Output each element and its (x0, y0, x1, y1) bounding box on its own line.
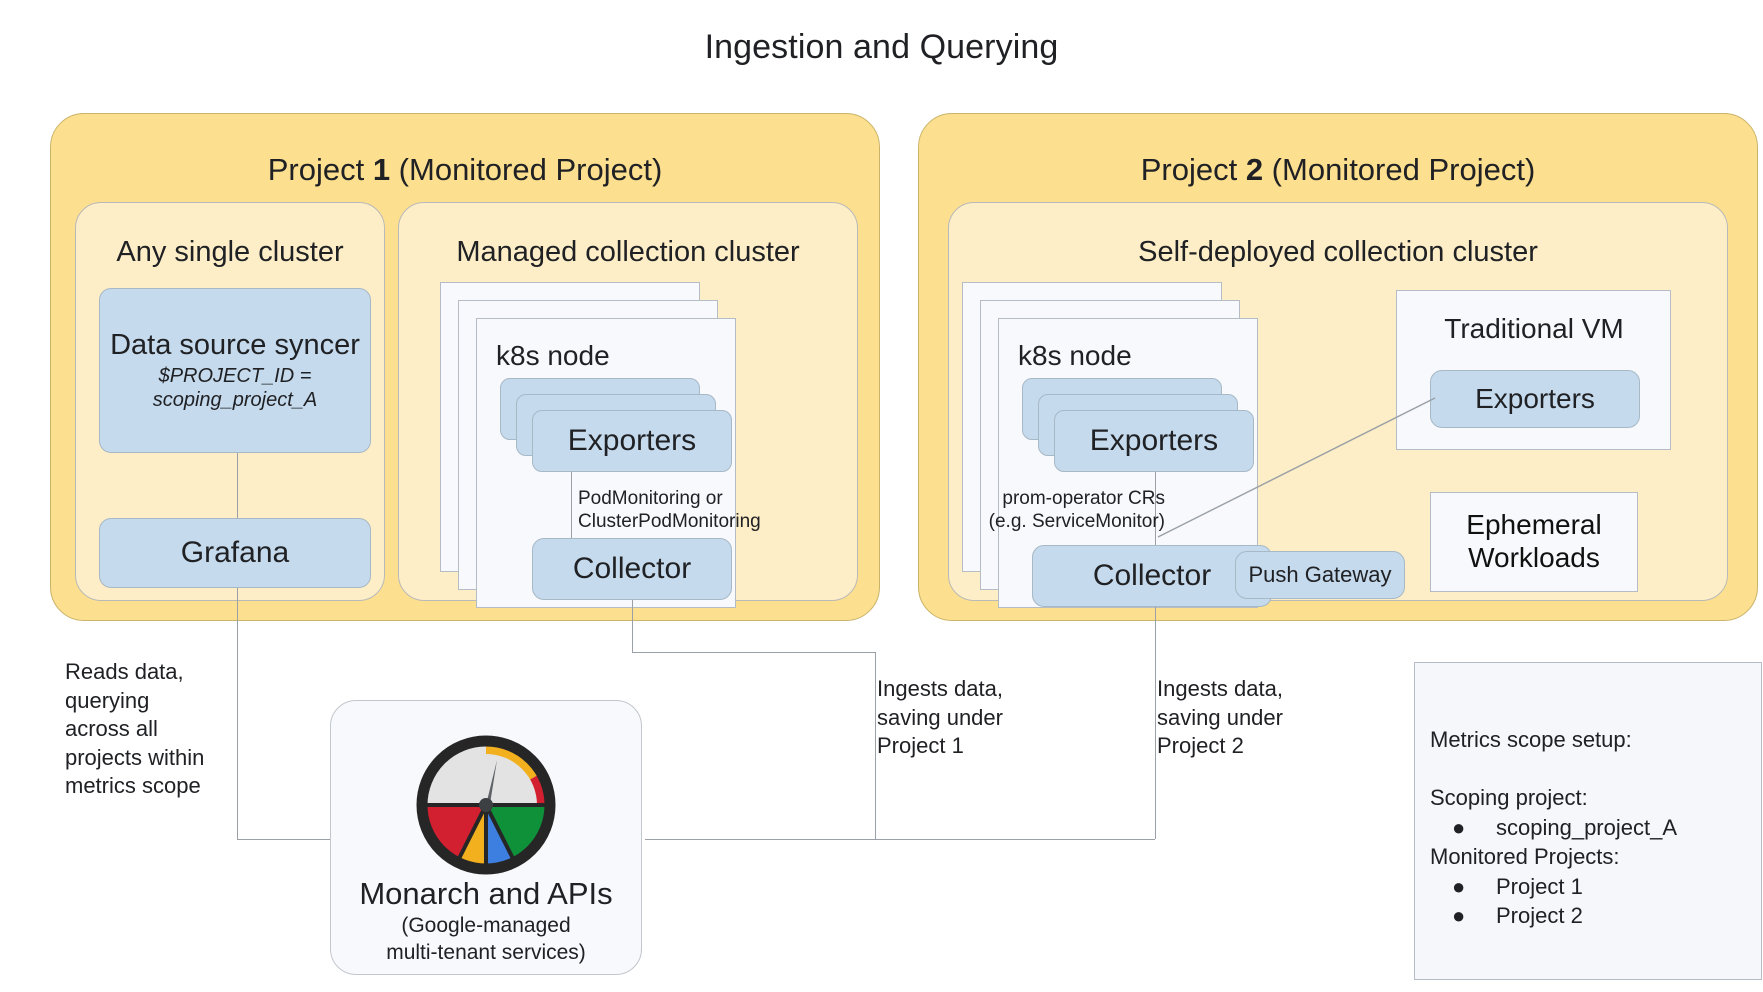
connector-collector-p1-to-monarch (645, 839, 875, 840)
exporters-label-p1: Exporters (567, 424, 697, 457)
legend-monitored-item-1: ● Project 1 (1452, 874, 1583, 900)
exporters-label-p2: Exporters (1089, 424, 1219, 457)
legend-monitored-item-1-label: Project 1 (1496, 874, 1583, 899)
bullet-icon: ● (1452, 874, 1466, 899)
managed-collection-cluster-title: Managed collection cluster (456, 236, 800, 268)
metrics-scope-legend-card (1414, 662, 1762, 980)
k8s-node-label-p1: k8s node (496, 340, 610, 371)
grafana-box[interactable]: Grafana (99, 518, 371, 588)
traditional-vm-label: Traditional VM (1444, 313, 1624, 344)
page-title: Ingestion and Querying (704, 28, 1059, 66)
collector-label-p1: Collector (572, 552, 692, 585)
push-gateway-box[interactable]: Push Gateway (1235, 551, 1405, 599)
legend-monitored-item-2-label: Project 2 (1496, 903, 1583, 928)
data-source-syncer-label: Data source syncer (110, 328, 360, 361)
self-deployed-cluster-title: Self-deployed collection cluster (1138, 236, 1538, 268)
project-2-number: 2 (1245, 152, 1264, 187)
prom-operator-edge-label: prom-operator CRs (e.g. ServiceMonitor) (988, 488, 1165, 533)
connector-exporters-to-collector-p1 (571, 472, 572, 550)
monarch-title: Monarch and APIs (359, 876, 613, 911)
annotation-ingest-project-1: Ingests data, saving under Project 1 (877, 676, 1003, 759)
exporters-box-p2[interactable]: Exporters (1054, 410, 1254, 472)
monarch-subtitle: (Google-managed multi-tenant services) (386, 914, 586, 964)
connector-vm-to-collector (1157, 397, 1436, 538)
project-2-title: Project 2 (Monitored Project) (918, 152, 1758, 188)
data-source-syncer-project-id: $PROJECT_ID = (158, 365, 312, 388)
connector-exporters-to-collector-p2 (1155, 472, 1156, 560)
data-source-syncer-box[interactable]: Data source syncer $PROJECT_ID = scoping… (99, 288, 371, 453)
project-1-title-suffix: (Monitored Project) (390, 152, 663, 187)
bullet-icon: ● (1452, 815, 1466, 840)
any-single-cluster-title: Any single cluster (116, 236, 344, 268)
connector-collector-p1-right (632, 652, 875, 653)
annotation-reads-data: Reads data, querying across all projects… (65, 659, 205, 799)
gauge-icon (416, 735, 556, 875)
connector-syncer-to-grafana (237, 453, 238, 518)
legend-monitored-label: Monitored Projects: (1430, 844, 1620, 869)
connector-collector-p1-vert (875, 652, 876, 839)
collector-label-p2: Collector (1092, 559, 1212, 592)
vm-exporters-box[interactable]: Exporters (1430, 370, 1640, 428)
grafana-label: Grafana (180, 536, 290, 569)
ephemeral-workloads-label: Ephemeral Workloads (1466, 509, 1602, 574)
legend-scoping-label: Scoping project: (1430, 785, 1588, 810)
connector-grafana-down (237, 588, 238, 839)
legend-scoping-item: ● scoping_project_A (1452, 815, 1677, 841)
collector-box-p2[interactable]: Collector (1032, 545, 1272, 607)
connector-collector-p2-to-monarch (875, 839, 1155, 840)
project-2-title-suffix: (Monitored Project) (1263, 152, 1536, 187)
push-gateway-label: Push Gateway (1248, 562, 1392, 587)
k8s-node-label-p2: k8s node (1018, 340, 1132, 371)
ephemeral-workloads-card (1430, 492, 1638, 592)
connector-collector-p2-down (1155, 607, 1156, 839)
exporters-box-p1[interactable]: Exporters (532, 410, 732, 472)
project-1-title-prefix: Project (267, 152, 373, 187)
project-1-number: 1 (372, 152, 391, 187)
legend-heading: Metrics scope setup: (1430, 727, 1632, 752)
annotation-ingest-project-2: Ingests data, saving under Project 2 (1157, 676, 1283, 759)
collector-box-p1[interactable]: Collector (532, 538, 732, 600)
data-source-syncer-project-value: scoping_project_A (152, 389, 318, 412)
legend-scoping-item-label: scoping_project_A (1496, 815, 1678, 840)
legend-monitored-item-2: ● Project 2 (1452, 903, 1583, 929)
connector-collector-p1-down (632, 600, 633, 652)
bullet-icon: ● (1452, 903, 1466, 928)
vm-exporters-label: Exporters (1475, 383, 1595, 414)
podmonitoring-edge-label: PodMonitoring or ClusterPodMonitoring (578, 488, 761, 533)
project-1-title: Project 1 (Monitored Project) (50, 152, 880, 188)
connector-grafana-to-monarch (237, 839, 330, 840)
project-2-title-prefix: Project (1140, 152, 1246, 187)
